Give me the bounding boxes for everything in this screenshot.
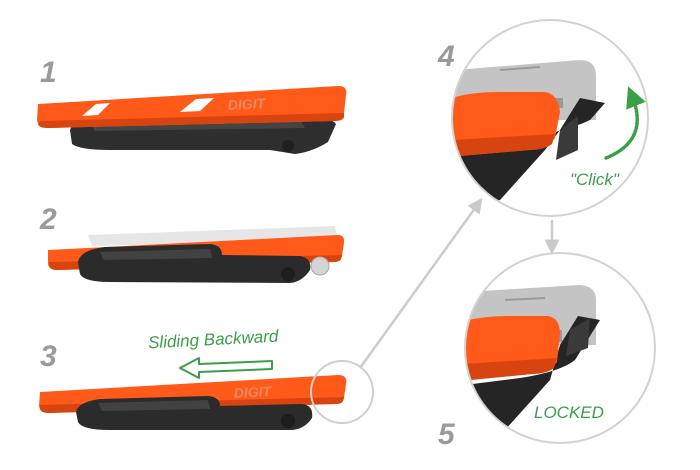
step-number-3: 3 xyxy=(40,342,57,372)
locked-label: LOCKED xyxy=(534,403,604,423)
step-number-4: 4 xyxy=(438,42,455,72)
click-label: "Click" xyxy=(570,170,619,190)
sliding-arrow-icon xyxy=(180,358,272,378)
step-2-illustration xyxy=(48,226,344,283)
connector-arrow xyxy=(360,204,478,368)
brand-logo-step-1: DIGIT xyxy=(227,95,267,113)
step-number-2: 2 xyxy=(40,205,57,235)
step-1-illustration: DIGIT xyxy=(37,86,346,154)
brand-logo-step-3: DIGIT xyxy=(233,383,273,401)
step-number-1: 1 xyxy=(40,58,57,88)
step-number-5: 5 xyxy=(438,420,455,450)
